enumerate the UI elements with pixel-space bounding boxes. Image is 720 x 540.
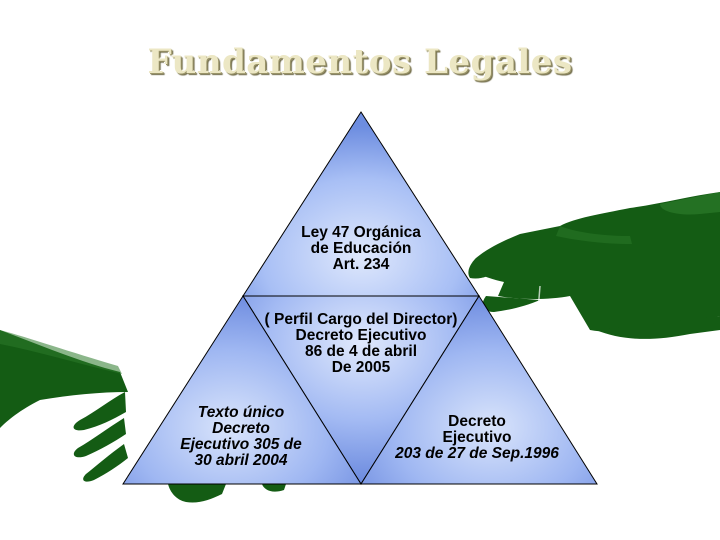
pyramid-right-section: [360, 295, 598, 485]
left-label-line: Ejecutivo 305 de: [180, 436, 302, 453]
left-hand-illustration: [0, 330, 286, 503]
middle-label-line: 86 de 4 de abril: [305, 343, 417, 360]
left-section-label: Texto único Decreto Ejecutivo 305 de 30 …: [146, 405, 336, 469]
right-label-line: Ejecutivo: [442, 429, 512, 446]
right-hand-illustration: [468, 192, 720, 339]
right-section-label: Decreto Ejecutivo 203 de 27 de Sep.1996: [372, 414, 582, 462]
middle-section-label: ( Perfil Cargo del Director) Decreto Eje…: [231, 312, 491, 376]
left-label-line: 30 abril 2004: [194, 452, 288, 469]
top-label-line: de Educación: [310, 240, 412, 257]
pyramid-diagram: [122, 111, 598, 485]
left-label-line: Texto único: [197, 404, 285, 421]
top-section-label: Ley 47 Orgánica de Educación Art. 234: [261, 225, 461, 273]
slide-title: Fundamentos Legales: [147, 42, 573, 82]
middle-label-line: ( Perfil Cargo del Director): [264, 311, 458, 328]
right-label-line: Decreto: [448, 413, 506, 430]
left-label-line: Decreto: [212, 420, 270, 437]
top-label-line: Ley 47 Orgánica: [301, 224, 421, 241]
pyramid-left-section: [122, 295, 362, 485]
top-label-line: Art. 234: [332, 256, 390, 273]
middle-label-line: De 2005: [331, 359, 391, 376]
middle-label-line: Decreto Ejecutivo: [295, 327, 427, 344]
right-label-line: 203 de 27 de Sep.1996: [395, 445, 559, 462]
